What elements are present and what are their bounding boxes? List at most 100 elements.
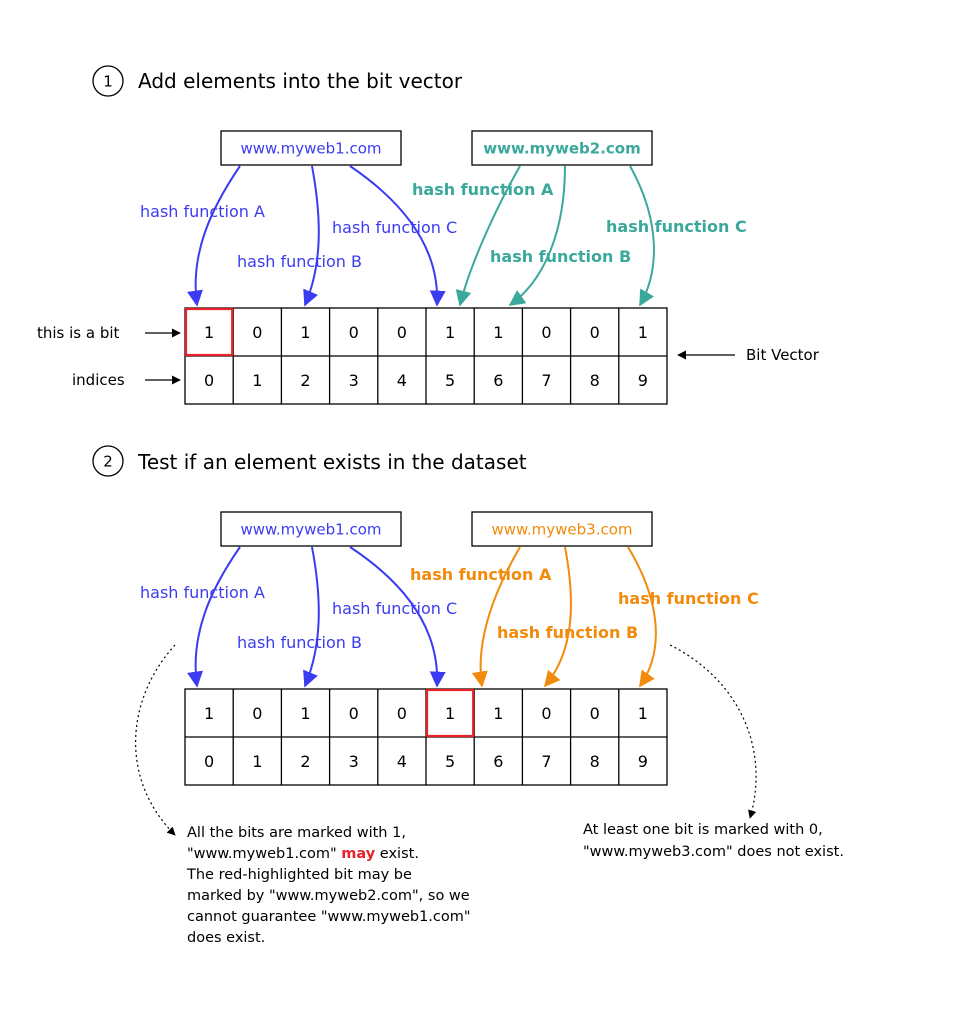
url-myweb1-test: www.myweb1.com (240, 521, 381, 539)
url-box-myweb1 (220, 130, 402, 166)
table-2-bit-8: 0 (590, 704, 600, 723)
url-box-myweb3 (471, 511, 653, 547)
url-box-myweb2 (471, 130, 653, 166)
table-1-bit-2: 1 (300, 323, 310, 342)
label-bit-vector: Bit Vector (746, 346, 820, 364)
table-1-bit-1: 0 (252, 323, 262, 342)
table-1-bit-3: 0 (349, 323, 359, 342)
table-1-index-8: 8 (590, 371, 600, 390)
table-2-index-3: 3 (349, 752, 359, 771)
label-hash-b-myweb2: hash function B (490, 247, 631, 266)
label-hash-b-myweb1: hash function B (237, 252, 362, 271)
label-this-is-a-bit: this is a bit (37, 324, 120, 342)
table-2-index-5: 5 (445, 752, 455, 771)
label-hash-a-myweb2: hash function A (412, 180, 554, 199)
label-indices: indices (72, 371, 125, 389)
url-myweb1: www.myweb1.com (240, 140, 381, 158)
table-1-bit-4: 0 (397, 323, 407, 342)
arrow-hash-b-myweb1-test (303, 546, 320, 688)
table-1-index-0: 0 (204, 371, 214, 390)
dotted-arrow-right-note (669, 644, 757, 819)
table-1-index-4: 4 (397, 371, 407, 390)
table-1-index-3: 3 (349, 371, 359, 390)
bit-vector-table-2: 1 0 0 1 1 2 0 3 0 4 1 5 1 6 0 7 0 8 1 9 (184, 688, 668, 786)
table-2-index-7: 7 (541, 752, 551, 771)
note-left-line-2: "www.myweb1.com" may exist. (187, 846, 419, 862)
label-hash-c-myweb3: hash function C (618, 589, 759, 608)
arrow-hash-a-myweb1 (187, 165, 241, 307)
table-1-bit-7: 0 (541, 323, 551, 342)
note-right-line-2: "www.myweb3.com" does not exist. (583, 844, 844, 860)
table-1-bit-8: 0 (590, 323, 600, 342)
table-1-index-5: 5 (445, 371, 455, 390)
label-hash-b-myweb1-test: hash function B (237, 633, 362, 652)
arrow-hash-a-myweb2 (455, 165, 521, 307)
label-hash-a-myweb1: hash function A (140, 202, 265, 221)
label-hash-a-myweb3: hash function A (410, 565, 552, 584)
table-1-bit-5: 1 (445, 323, 455, 342)
step-1-title: Add elements into the bit vector (138, 69, 463, 93)
section-2: 2 Test if an element exists in the datas… (92, 445, 844, 946)
url-myweb2: www.myweb2.com (483, 140, 640, 158)
table-2-bit-2: 1 (300, 704, 310, 723)
table-2-index-4: 4 (397, 752, 407, 771)
table-1-index-6: 6 (493, 371, 503, 390)
label-hash-c-myweb1-test: hash function C (332, 599, 457, 618)
table-2-index-2: 2 (300, 752, 310, 771)
dotted-arrow-left-note (135, 644, 176, 836)
table-2-index-1: 1 (252, 752, 262, 771)
label-hash-c-myweb1: hash function C (332, 218, 457, 237)
table-1-bit-0: 1 (204, 323, 214, 342)
table-2-highlighted-bit (425, 688, 475, 738)
step-1-number: 1 (103, 73, 113, 91)
note-left-line-6: does exist. (187, 930, 265, 946)
note-right-line-1: At least one bit is marked with 0, (583, 822, 823, 838)
table-2-bit-9: 1 (638, 704, 648, 723)
url-myweb3: www.myweb3.com (491, 521, 632, 539)
arrow-hash-a-myweb3 (471, 546, 521, 688)
arrow-hash-c-myweb1 (349, 165, 446, 307)
url-box-myweb1-test (220, 511, 402, 547)
note-right: At least one bit is marked with 0, "www.… (583, 822, 844, 860)
section-1: 1 Add elements into the bit vector www.m… (37, 65, 820, 405)
table-2-bit-3: 0 (349, 704, 359, 723)
table-1-bit-6: 1 (493, 323, 503, 342)
table-2-index-9: 9 (638, 752, 648, 771)
table-2-index-8: 8 (590, 752, 600, 771)
table-1-bit-9: 1 (638, 323, 648, 342)
note-left: All the bits are marked with 1, "www.myw… (186, 825, 471, 946)
label-hash-a-myweb1-test: hash function A (140, 583, 265, 602)
table-1-index-1: 1 (252, 371, 262, 390)
table-2-index-6: 6 (493, 752, 503, 771)
arrow-hash-b-myweb1 (303, 165, 320, 307)
table-2-bit-7: 0 (541, 704, 551, 723)
arrow-hash-c-myweb1-test (349, 546, 446, 688)
table-2-index-0: 0 (204, 752, 214, 771)
step-2-number: 2 (103, 453, 113, 471)
arrow-hash-a-myweb1-test (187, 546, 241, 688)
step-2-title: Test if an element exists in the dataset (137, 450, 527, 474)
arrow-hash-c-myweb2 (629, 165, 655, 307)
note-left-emphasis-may: may (341, 846, 375, 862)
label-hash-c-myweb2: hash function C (606, 217, 747, 236)
table-2-bit-6: 1 (493, 704, 503, 723)
table-1-highlighted-bit (184, 307, 234, 357)
table-1-index-7: 7 (541, 371, 551, 390)
table-2-bit-5: 1 (445, 704, 455, 723)
note-left-line-2-post: exist. (375, 846, 419, 862)
arrow-hash-b-myweb3 (543, 546, 572, 688)
note-left-line-1: All the bits are marked with 1, (187, 825, 406, 841)
step-1-circle (92, 65, 124, 97)
note-left-line-3: The red-highlighted bit may be (186, 867, 412, 883)
table-2-bit-1: 0 (252, 704, 262, 723)
note-left-line-5: cannot guarantee "www.myweb1.com" (187, 909, 471, 925)
note-left-line-2-pre: "www.myweb1.com" (187, 846, 341, 862)
table-1-index-9: 9 (638, 371, 648, 390)
step-2-circle (92, 445, 124, 477)
table-2-bit-4: 0 (397, 704, 407, 723)
arrow-hash-c-myweb3 (627, 546, 657, 688)
label-hash-b-myweb3: hash function B (497, 623, 638, 642)
table-2-bit-0: 1 (204, 704, 214, 723)
